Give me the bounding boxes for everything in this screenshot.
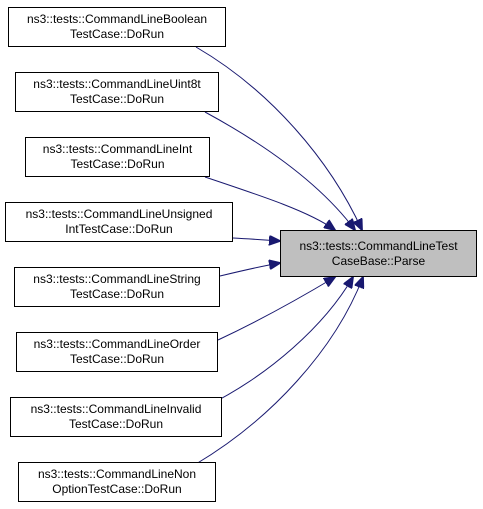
node-label-line2: TestCase::DoRun [69, 92, 165, 106]
node-label-line1: ns3::tests::CommandLineOrder [33, 337, 201, 351]
node-commandline-boolean-testcase-dorun[interactable]: ns3::tests::CommandLineBoolean TestCase:… [8, 7, 226, 47]
node-label-line2: TestCase::DoRun [69, 352, 165, 366]
node-commandline-int-testcase-dorun[interactable]: ns3::tests::CommandLineInt TestCase::DoR… [25, 137, 210, 177]
node-label-line1: ns3::tests::CommandLineUint8t [33, 77, 201, 91]
node-label-line1: ns3::tests::CommandLineBoolean [26, 12, 208, 26]
node-commandline-invalid-testcase-dorun[interactable]: ns3::tests::CommandLineInvalid TestCase:… [10, 397, 222, 437]
node-commandline-unsignedint-testcase-dorun[interactable]: ns3::tests::CommandLineUnsigned IntTestC… [5, 202, 233, 242]
edge-unsigned-to-parse [232, 238, 280, 241]
node-commandline-test-casebase-parse: ns3::tests::CommandLineTest CaseBase::Pa… [280, 230, 477, 277]
edge-int-to-parse [204, 176, 335, 230]
edge-order-to-parse [217, 277, 335, 341]
node-label-line1: ns3::tests::CommandLineString [33, 272, 201, 286]
node-label-line2: TestCase::DoRun [69, 27, 165, 41]
node-label-line2: IntTestCase::DoRun [65, 222, 173, 236]
node-label-line2: CaseBase::Parse [331, 253, 426, 268]
node-commandline-order-testcase-dorun[interactable]: ns3::tests::CommandLineOrder TestCase::D… [16, 332, 218, 372]
node-label-line1: ns3::tests::CommandLineNon [37, 467, 197, 481]
edge-invalid-to-parse [204, 277, 353, 408]
edge-string-to-parse [219, 263, 280, 277]
node-label-line1: ns3::tests::CommandLineUnsigned [25, 207, 213, 221]
node-label-line2: TestCase::DoRun [69, 287, 165, 301]
node-label-line2: TestCase::DoRun [68, 417, 164, 431]
node-label-line1: ns3::tests::CommandLineInt [42, 142, 193, 156]
node-commandline-nonoption-testcase-dorun[interactable]: ns3::tests::CommandLineNon OptionTestCas… [18, 462, 216, 502]
edge-uint8t-to-parse [204, 111, 355, 230]
node-commandline-string-testcase-dorun[interactable]: ns3::tests::CommandLineString TestCase::… [14, 267, 220, 307]
node-commandline-uint8t-testcase-dorun[interactable]: ns3::tests::CommandLineUint8t TestCase::… [15, 72, 219, 112]
edge-nonoption-to-parse [195, 277, 363, 465]
node-label-line2: OptionTestCase::DoRun [52, 482, 182, 496]
node-label-line1: ns3::tests::CommandLineTest [299, 238, 458, 253]
node-label-line2: TestCase::DoRun [70, 157, 165, 171]
edge-boolean-to-parse [195, 46, 362, 230]
node-label-line1: ns3::tests::CommandLineInvalid [30, 402, 202, 416]
